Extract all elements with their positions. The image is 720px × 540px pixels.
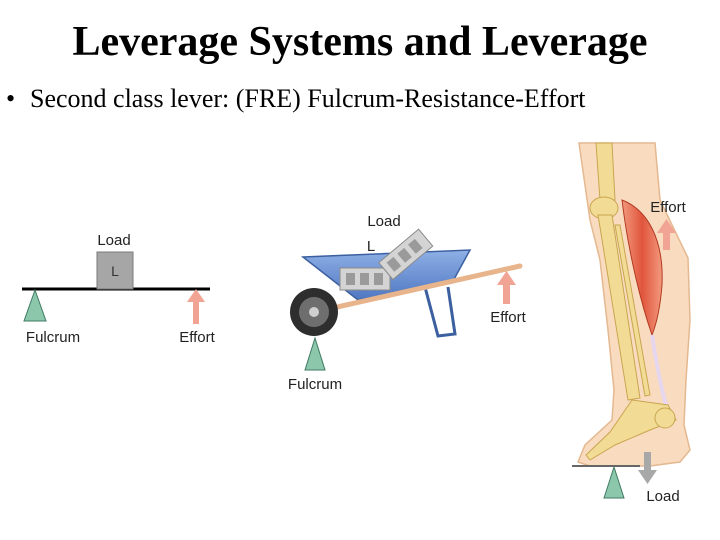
calf-muscle [621,199,663,337]
load-label: Load [97,232,130,249]
wheelbarrow-handle [312,263,523,315]
wheelbarrow-load-label: Load [367,213,400,230]
wheelbarrow-effort-label: Effort [490,309,526,326]
simple-lever-diagram: L Load Fulcrum Effort [22,232,216,346]
leg-fulcrum [603,465,625,499]
leg-effort-label: Effort [650,199,686,216]
wheelbarrow-fulcrum-label: Fulcrum [288,376,342,393]
femur-bone [595,142,616,201]
wheelbarrow-diagram: Load L Fulcrum [288,213,527,393]
bullet-text: Second class lever: (FRE) Fulcrum-Resist… [30,84,586,113]
bullet-marker: • [6,84,16,113]
leg-effort-arrow [657,219,676,250]
slide-title: Leverage Systems and Leverage [72,19,648,65]
fulcrum-triangle [23,288,47,322]
bullet-item: • Second class lever: (FRE) Fulcrum-Resis… [6,84,585,114]
wheelbarrow-effort-arrow [497,271,516,304]
wheelbarrow-load-letter: L [367,238,375,255]
achilles-tendon [650,334,669,409]
tibia-bone [597,214,641,401]
wheelbarrow-fulcrum [304,336,326,371]
fibula-bone [614,224,651,397]
fulcrum-label: Fulcrum [26,329,80,346]
effort-label: Effort [179,329,215,346]
heel-bone [654,407,676,429]
wheelbarrow-stand [423,286,457,338]
load-box [96,251,134,290]
leg-diagram: Effort Load [572,142,691,505]
effort-arrow [187,289,205,324]
load-box-letter: L [111,263,119,279]
leg-load-label: Load [646,488,679,505]
wheelbarrow-bricks [339,228,434,291]
leg-load-arrow [638,452,657,484]
